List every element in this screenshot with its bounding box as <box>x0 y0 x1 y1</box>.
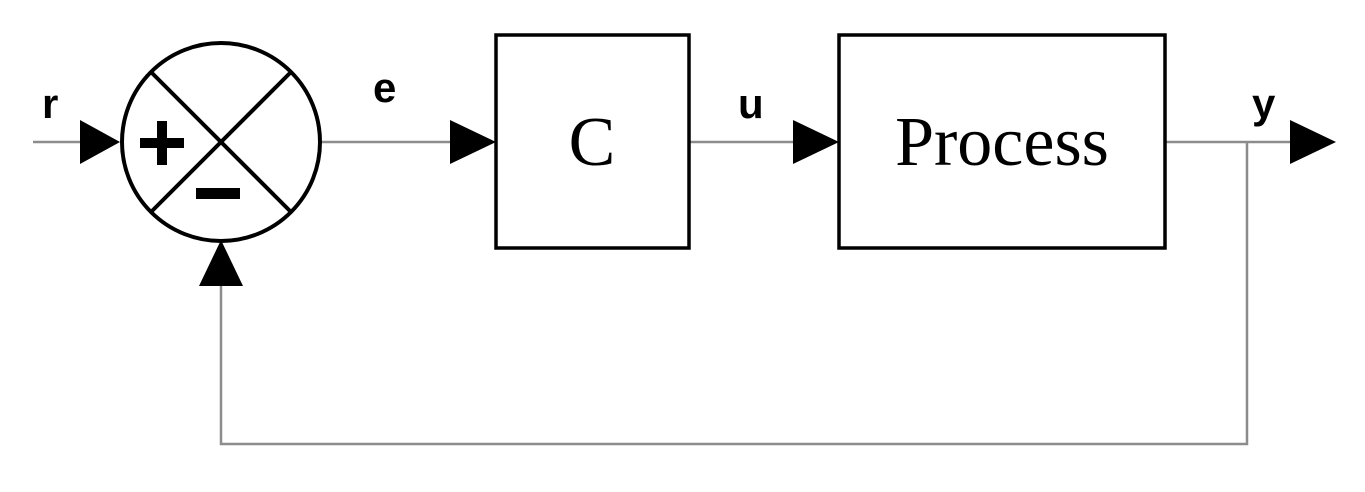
output-arrowhead <box>1290 120 1336 164</box>
feedback-arrowhead <box>199 240 243 286</box>
reference-arrowhead <box>80 120 120 164</box>
controller-block: C <box>494 33 691 250</box>
minus-sign <box>196 188 240 199</box>
controller-box <box>494 33 691 250</box>
process-label: Process <box>895 104 1109 181</box>
error-arrowhead <box>450 120 496 164</box>
reference-signal-label: r <box>42 80 58 127</box>
output-signal-label: y <box>1252 80 1276 127</box>
feedback-path <box>219 142 1249 446</box>
plus-sign <box>140 121 184 165</box>
error-signal-label: e <box>373 64 396 111</box>
control-signal-label: u <box>738 80 764 127</box>
process-block: Process <box>837 33 1167 250</box>
summing-junction <box>120 41 322 243</box>
controller-label: C <box>569 104 616 181</box>
process-box <box>837 33 1167 250</box>
control-arrowhead <box>793 120 839 164</box>
summing-junction-cross-b <box>149 70 293 214</box>
